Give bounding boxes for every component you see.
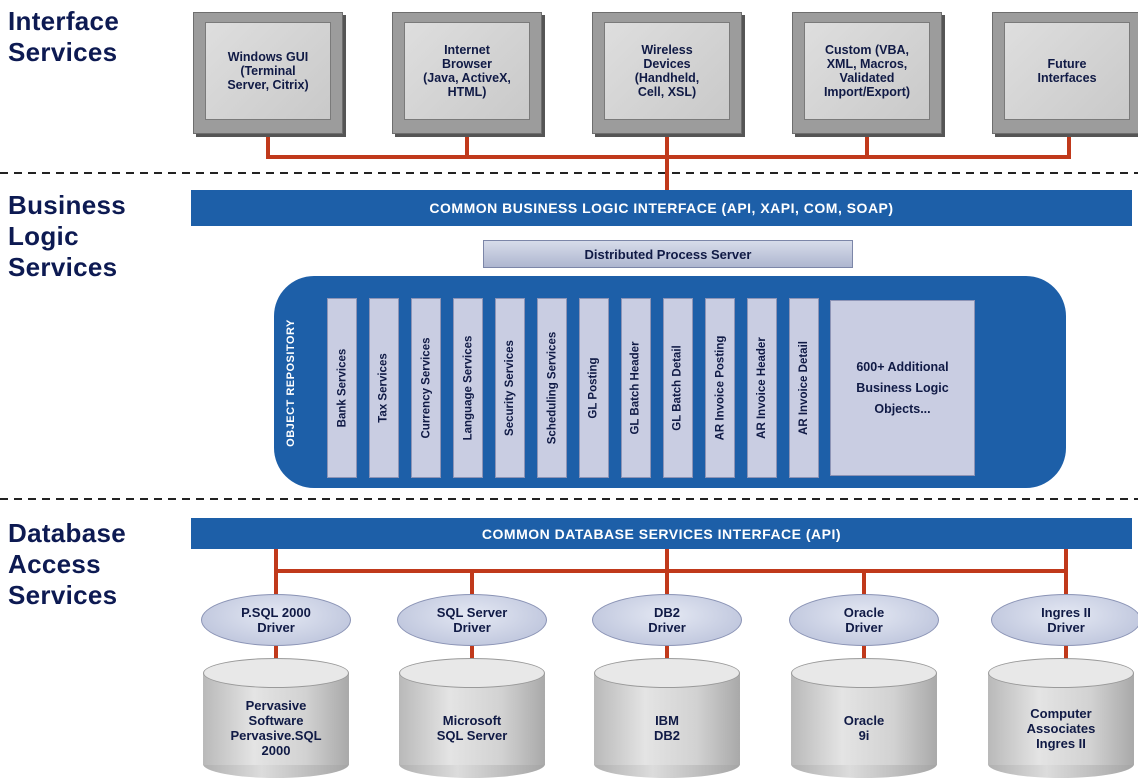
database-cylinder-ibm: IBM DB2 xyxy=(594,658,740,778)
monitor-label: Windows GUI (Terminal Server, Citrix) xyxy=(227,50,309,92)
database-label: IBM DB2 xyxy=(653,713,680,743)
cylinder-body xyxy=(988,673,1134,765)
monitor-label: Internet Browser (Java, ActiveX, HTML) xyxy=(423,43,511,99)
database-cylinder-pervasive: Pervasive Software Pervasive.SQL 2000 xyxy=(203,658,349,778)
database-label: Pervasive Software Pervasive.SQL 2000 xyxy=(230,698,322,758)
database-label: Computer Associates Ingres II xyxy=(1026,705,1096,751)
monitor-screen: Future Interfaces xyxy=(1004,22,1130,120)
monitor-label: Custom (VBA, XML, Macros, Validated Impo… xyxy=(823,43,911,99)
repo-object: Language Services xyxy=(453,298,483,478)
database-label: Oracle 9i xyxy=(843,713,885,743)
repo-object: GL Batch Detail xyxy=(663,298,693,478)
repo-object: Scheduling Services xyxy=(537,298,567,478)
repo-object: Bank Services xyxy=(327,298,357,478)
repo-object: AR Invoice Header xyxy=(747,298,777,478)
repo-object: Currency Services xyxy=(411,298,441,478)
cylinder-body xyxy=(399,673,545,765)
monitor-future-interfaces: Future Interfaces xyxy=(992,12,1138,134)
driver-ingres: Ingres II Driver xyxy=(991,594,1138,646)
repo-object: AR Invoice Posting xyxy=(705,298,735,478)
repo-object: Tax Services xyxy=(369,298,399,478)
database-cylinder-ingres: Computer Associates Ingres II xyxy=(988,658,1134,778)
monitor-custom: Custom (VBA, XML, Macros, Validated Impo… xyxy=(792,12,942,134)
driver-db2: DB2 Driver xyxy=(592,594,742,646)
database-services-interface-bar: COMMON DATABASE SERVICES INTERFACE (API) xyxy=(191,518,1132,549)
monitor-label: Future Interfaces xyxy=(1037,57,1097,85)
cylinder-body xyxy=(791,673,937,765)
repo-object: GL Batch Header xyxy=(621,298,651,478)
distributed-process-server: Distributed Process Server xyxy=(483,240,853,268)
business-logic-interface-bar: COMMON BUSINESS LOGIC INTERFACE (API, XA… xyxy=(191,190,1132,226)
repo-object: Security Services xyxy=(495,298,525,478)
monitor-wireless-devices: Wireless Devices (Handheld, Cell, XSL) xyxy=(592,12,742,134)
database-cylinder-microsoft: Microsoft SQL Server xyxy=(399,658,545,778)
object-repository-label: OBJECT REPOSITORY xyxy=(285,318,298,447)
database-label: Microsoft SQL Server xyxy=(436,713,508,743)
cylinder-top xyxy=(594,658,740,688)
cylinder-top xyxy=(988,658,1134,688)
driver-to-db-lines xyxy=(274,646,1068,660)
cylinder-top xyxy=(399,658,545,688)
monitor-screen: Windows GUI (Terminal Server, Citrix) xyxy=(205,22,331,120)
additional-objects-box: 600+ Additional Business Logic Objects..… xyxy=(830,300,975,476)
repo-object: GL Posting xyxy=(579,298,609,478)
monitor-windows-gui: Windows GUI (Terminal Server, Citrix) xyxy=(193,12,343,134)
driver-psql: P.SQL 2000 Driver xyxy=(201,594,351,646)
driver-sql-server: SQL Server Driver xyxy=(397,594,547,646)
monitor-label: Wireless Devices (Handheld, Cell, XSL) xyxy=(634,43,700,99)
driver-oracle: Oracle Driver xyxy=(789,594,939,646)
cylinder-body xyxy=(203,673,349,765)
repo-object: AR Invoice Detail xyxy=(789,298,819,478)
cylinder-top xyxy=(791,658,937,688)
monitor-internet-browser: Internet Browser (Java, ActiveX, HTML) xyxy=(392,12,542,134)
cylinder-body xyxy=(594,673,740,765)
database-cylinder-oracle: Oracle 9i xyxy=(791,658,937,778)
monitor-screen: Custom (VBA, XML, Macros, Validated Impo… xyxy=(804,22,930,120)
cylinder-top xyxy=(203,658,349,688)
monitor-screen: Wireless Devices (Handheld, Cell, XSL) xyxy=(604,22,730,120)
monitor-screen: Internet Browser (Java, ActiveX, HTML) xyxy=(404,22,530,120)
database-bus-line xyxy=(274,549,1068,594)
